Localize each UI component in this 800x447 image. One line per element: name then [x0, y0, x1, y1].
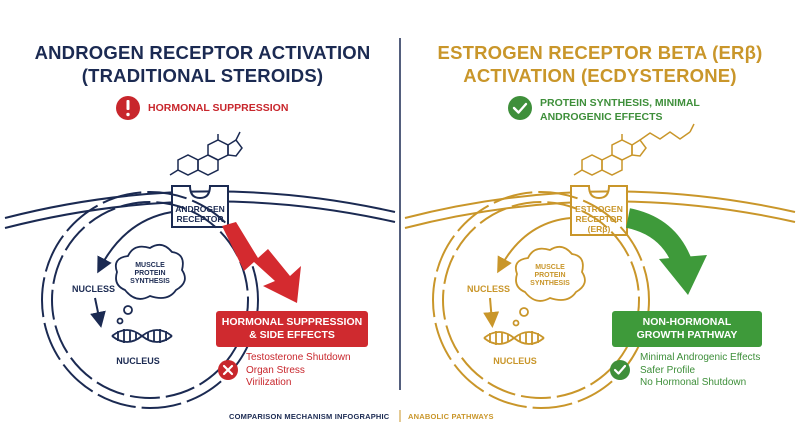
receptor-label-line2: RECEPTOR [575, 214, 623, 224]
estrogen-receptor-label: ESTROGEN RECEPTOR (ERβ) [571, 204, 627, 234]
androgen-receptor-shape [171, 185, 229, 228]
thought-line1: MUSCLE [135, 262, 165, 269]
ecdysterone-molecule [573, 123, 695, 176]
thought-line1: MUSCLE [535, 264, 565, 271]
hormonal-suppression-box: HORMONAL SUPPRESSION & SIDE EFFECTS [216, 311, 368, 347]
side-effect-item: Organ Stress [246, 364, 305, 376]
receptor-to-nucleus-arrow-right [497, 217, 572, 274]
nucleus-label-left: NUCLEUS [116, 356, 160, 366]
receptor-to-nucleus-arrow-left [97, 211, 173, 274]
lightning-arrow-red [222, 222, 301, 303]
nucleus-top-label-right: NUCLESS [467, 284, 511, 294]
nucleus-label-right: NUCLEUS [493, 356, 537, 366]
thought-line3: SYNTHESIS [130, 278, 170, 285]
effect-box-line1: NON-HORMONAL [642, 316, 732, 328]
receptor-label-line1: ANDROGEN [175, 204, 225, 214]
right-badge-line1: PROTEIN SYNTHESIS, MINIMAL [540, 97, 700, 109]
left-title: ANDROGEN RECEPTOR ACTIVATION (TRADITIONA… [25, 41, 380, 87]
estrogen-receptor-shape [570, 185, 628, 236]
right-badge-line2: ANDROGENIC EFFECTS [540, 111, 663, 123]
thought-cloud-left [114, 243, 186, 325]
thought-text-left: MUSCLE PROTEIN SYNTHESIS [120, 262, 180, 286]
effect-box-line1: HORMONAL SUPPRESSION [221, 316, 363, 328]
benefit-item: No Hormonal Shutdown [640, 377, 747, 388]
steroid-molecule-left [169, 131, 243, 176]
right-title-line1: ESTROGEN RECEPTOR BETA (ERβ) [437, 42, 763, 63]
right-title-line2: ACTIVATION (ECDYSTERONE) [463, 65, 737, 86]
x-icon [218, 360, 238, 380]
check-circle-icon [610, 360, 630, 380]
thought-cloud-right [512, 245, 586, 327]
footer-left-text: COMPARISON MECHANISM INFOGRAPHIC [229, 412, 390, 421]
receptor-label-line2: RECEPTOR [176, 214, 224, 224]
check-icon [508, 96, 532, 120]
nucleus-circle-left [41, 191, 259, 409]
warning-icon [116, 96, 140, 120]
right-badge-label: PROTEIN SYNTHESIS, MINIMAL ANDROGENIC EF… [540, 96, 700, 124]
dna-helix-right [483, 331, 545, 345]
left-title-line2: (TRADITIONAL STEROIDS) [81, 65, 324, 86]
thought-text-right: MUSCLE PROTEIN SYNTHESIS [520, 264, 580, 288]
effect-box-line2: GROWTH PATHWAY [636, 329, 738, 341]
growth-pathway-box: NON-HORMONAL GROWTH PATHWAY [612, 311, 762, 347]
benefit-item: Minimal Androgenic Effects [640, 352, 761, 363]
thought-line3: SYNTHESIS [530, 280, 570, 287]
left-badge-label: HORMONAL SUPPRESSION [148, 102, 289, 114]
right-title: ESTROGEN RECEPTOR BETA (ERβ) ACTIVATION … [420, 41, 780, 87]
left-title-line1: ANDROGEN RECEPTOR ACTIVATION [34, 42, 371, 63]
nucleus-to-dna-arrow-right [483, 297, 500, 328]
thought-line2: PROTEIN [134, 270, 166, 277]
thought-line2: PROTEIN [534, 272, 566, 279]
benefit-item: Safer Profile [640, 364, 696, 376]
effect-box-line2: & SIDE EFFECTS [249, 329, 335, 341]
side-effects-list: Testosterone Shutdown Organ Stress Viril… [246, 352, 351, 390]
nucleus-circle-right [432, 191, 650, 409]
nucleus-to-dna-arrow-left [90, 297, 106, 328]
nucleus-top-label-left: NUCLESS [72, 284, 116, 294]
footer-right-text: ANABOLIC PATHWAYS [408, 412, 494, 421]
benefits-list: Minimal Androgenic Effects Safer Profile… [640, 352, 760, 390]
dna-helix-left [111, 329, 173, 343]
receptor-label-line1: ESTROGEN [575, 204, 623, 214]
green-curved-arrow [625, 208, 707, 295]
side-effect-item: Testosterone Shutdown [246, 352, 351, 363]
side-effect-item: Virilization [246, 377, 292, 388]
androgen-receptor-label: ANDROGEN RECEPTOR [172, 204, 228, 224]
receptor-label-line3: (ERβ) [587, 224, 611, 234]
